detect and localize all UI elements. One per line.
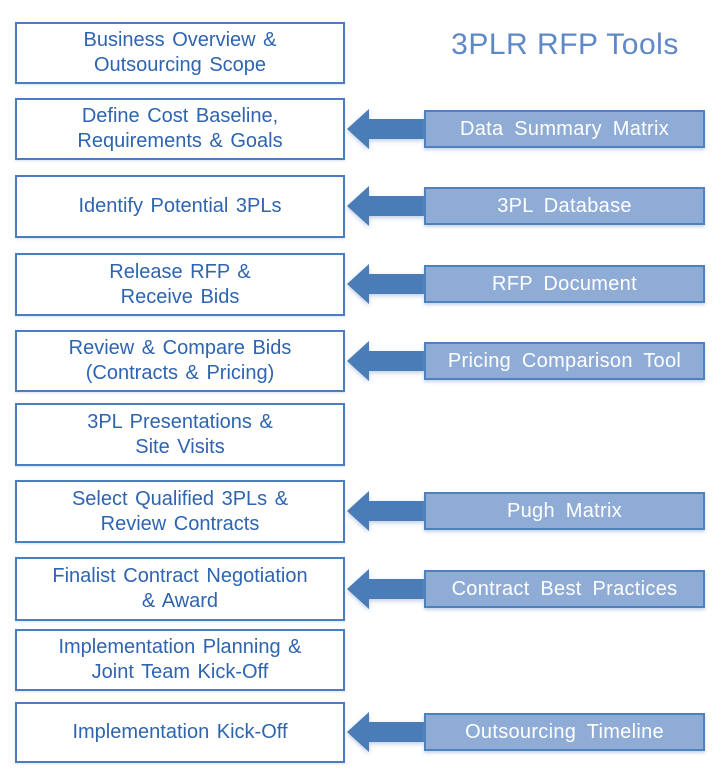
process-step-box-release-rfp: Release RFP & Receive Bids [15, 253, 345, 316]
process-step-label: Finalist Contract Negotiation & Award [52, 565, 308, 612]
tool-label: Data Summary Matrix [459, 117, 670, 140]
tool-label: 3PL Database [497, 194, 632, 217]
process-step-box-implementation-planning: Implementation Planning & Joint Team Kic… [15, 629, 345, 691]
process-step-box-review-bids: Review & Compare Bids (Contracts & Prici… [15, 330, 345, 392]
tool-label: Contract Best Practices [451, 577, 678, 600]
tool-box-rfp-document: RFP Document [424, 265, 705, 303]
process-step-box-select-qualified: Select Qualified 3PLs & Review Contracts [15, 480, 345, 543]
arrow-shape [347, 712, 424, 752]
process-step-label: Release RFP & Receive Bids [109, 260, 251, 308]
left-arrow-icon [347, 712, 424, 752]
left-arrow-icon [347, 264, 424, 304]
left-arrow-icon [347, 491, 424, 531]
tool-label: Pugh Matrix [506, 499, 622, 522]
left-arrow-icon [347, 341, 424, 381]
process-step-label: 3PL Presentations & Site Visits [87, 410, 273, 458]
tool-label: Pricing Comparison Tool [447, 349, 682, 372]
process-step-box-implementation-kickoff: Implementation Kick-Off [15, 702, 345, 763]
left-arrow-icon [347, 569, 424, 609]
arrow-shape [347, 569, 424, 609]
tool-label: RFP Document [492, 272, 637, 295]
arrow-shape [347, 264, 424, 304]
tool-box-data-summary-matrix: Data Summary Matrix [424, 110, 705, 148]
process-step-label: Identify Potential 3PLs [78, 195, 282, 217]
tool-box-pugh-matrix: Pugh Matrix [424, 492, 705, 530]
process-step-label: Implementation Planning & Joint Team Kic… [58, 636, 302, 683]
tool-label: Outsourcing Timeline [465, 720, 664, 743]
process-step-box-identify-3pls: Identify Potential 3PLs [15, 175, 345, 238]
process-step-box-finalist-negotiation: Finalist Contract Negotiation & Award [15, 557, 345, 621]
process-step-label: Business Overview & Outsourcing Scope [83, 29, 277, 76]
diagram-title: 3PLR RFP Tools [451, 28, 679, 61]
left-arrow-icon [347, 186, 424, 226]
arrow-shape [347, 341, 424, 381]
process-step-label: Review & Compare Bids (Contracts & Prici… [68, 337, 292, 384]
process-step-label: Define Cost Baseline, Requirements & Goa… [77, 105, 283, 152]
process-step-box-business-overview: Business Overview & Outsourcing Scope [15, 22, 345, 84]
tool-box-outsourcing-timeline: Outsourcing Timeline [424, 713, 705, 751]
process-step-box-cost-baseline: Define Cost Baseline, Requirements & Goa… [15, 98, 345, 160]
process-step-label: Implementation Kick-Off [72, 721, 288, 743]
tool-box-contract-best-practices: Contract Best Practices [424, 570, 705, 608]
arrow-shape [347, 186, 424, 226]
process-step-label: Select Qualified 3PLs & Review Contracts [71, 487, 289, 535]
tool-box-pricing-comparison-tool: Pricing Comparison Tool [424, 342, 705, 380]
left-arrow-icon [347, 109, 424, 149]
tool-box-3pl-database: 3PL Database [424, 187, 705, 225]
arrow-shape [347, 109, 424, 149]
process-step-box-presentations: 3PL Presentations & Site Visits [15, 403, 345, 466]
arrow-shape [347, 491, 424, 531]
